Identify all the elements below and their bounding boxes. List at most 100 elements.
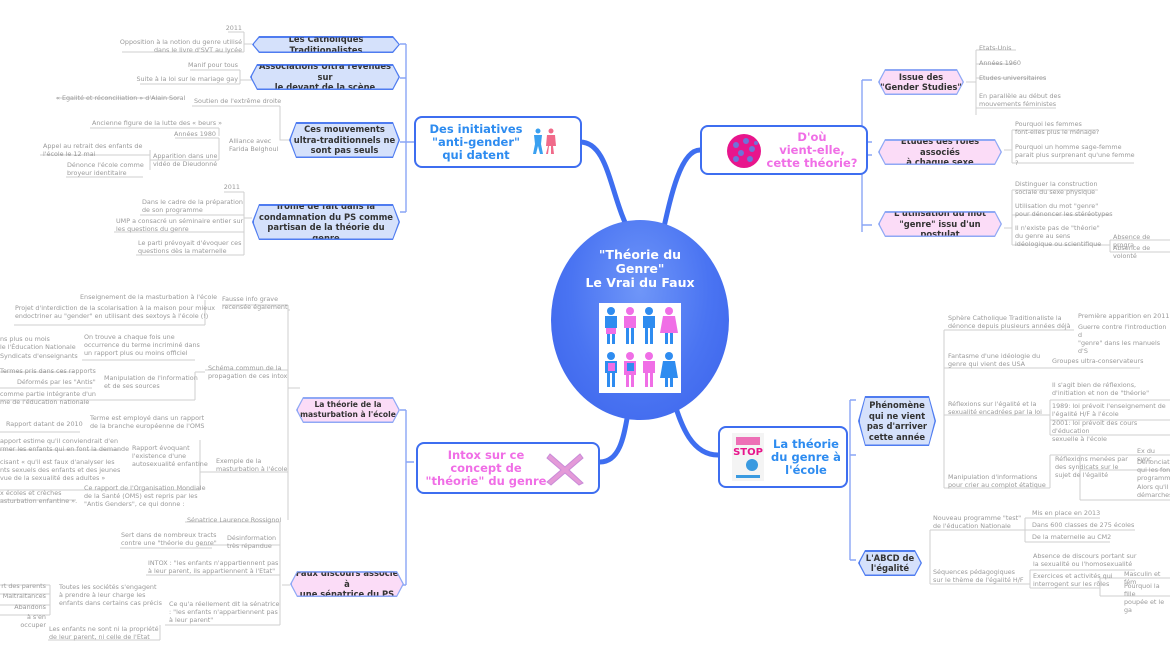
central-topic-title: "Théorie du Genre" Le Vrai du Faux <box>585 247 695 290</box>
leaf: Pourquoi les femmes font-elles plus le m… <box>1015 120 1100 136</box>
leaf: Manif pour tous <box>187 61 238 69</box>
leaf: Pourquoi la fille poupée et le ga <box>1124 582 1165 614</box>
subtopic-catholiques[interactable]: Les Catholiques Traditionalistes <box>252 36 400 53</box>
leaf: Abandons <box>14 603 46 611</box>
leaf: Années 1980 <box>174 130 216 138</box>
topic-ecole[interactable]: STOP La théorie du genre à l'école <box>718 426 848 488</box>
leaf: UMP a consacré un séminaire entier sur l… <box>116 217 244 233</box>
subtopic-issue[interactable]: Issue des "Gender Studies" <box>878 69 964 95</box>
leaf: Années 1960 <box>979 59 1021 67</box>
leaf: Masculin et fém <box>1124 570 1161 586</box>
leaf: Apparition dans une vidéo de Dieudonné <box>153 152 218 168</box>
leaf: 2001: loi prévoit des cours d'éducation … <box>1052 419 1138 443</box>
leaf: Rapport datant de 2010 <box>6 420 83 428</box>
leaf: Maltraitances <box>2 592 46 600</box>
topic-intox[interactable]: Intox sur ce concept de "théorie" du gen… <box>416 442 600 494</box>
leaf: De la maternelle au CM2 <box>1032 533 1112 541</box>
leaf: Ce rapport de l'Organisation Mondiale de… <box>84 484 206 508</box>
leaf: Séquences pédagogiques sur le thème de l… <box>933 568 1024 584</box>
leaf: Projet d'interdiction de la scolarisatio… <box>15 304 216 320</box>
leaf: Désinformation très répandue <box>227 534 277 550</box>
subtopic-issue-label: Issue des "Gender Studies" <box>880 71 962 92</box>
leaf: x écoles et crèches asturbation enfantin… <box>0 489 78 505</box>
leaf: Terme est employé dans un rapport de la … <box>90 414 205 430</box>
leaf: Réflexions menées par des syndicats sur … <box>1055 455 1128 479</box>
stop-poster-icon: STOP <box>732 433 764 484</box>
subtopic-phenomene-label: Phénomène qui ne vient pas d'arriver cet… <box>866 400 928 442</box>
subtopic-phenomene[interactable]: Phénomène qui ne vient pas d'arriver cet… <box>858 396 936 446</box>
virus-sphere-icon <box>726 133 762 172</box>
leaf: Guerre contre l'introduction d "genre" d… <box>1078 323 1167 355</box>
topic-intox-label: Intox sur ce concept de "théorie" du gen… <box>425 447 547 488</box>
topic-ecole-label: La théorie du genre à l'école <box>771 436 841 477</box>
leaf: 2011 <box>223 183 240 191</box>
leaf: Dans 600 classes de 275 écoles <box>1032 521 1135 529</box>
leaf: Sert dans de nombreux tracts contre une … <box>121 531 217 547</box>
subtopic-masturbation-label: La théorie de la masturbation à l'école <box>300 399 396 419</box>
subtopic-utilisation-label: L'utilisation du mot "genre" issu d'un p… <box>894 208 986 240</box>
subtopic-etudes[interactable]: Études des rôles associés à chaque sexe <box>878 139 1002 165</box>
leaf: « Egalité et réconciliation » d'Alain So… <box>56 94 186 102</box>
leaf: Dans le cadre de la préparation de son p… <box>142 198 243 214</box>
leaf: ns plus ou mois le l'Éducation Nationale <box>0 335 76 351</box>
subtopic-senatrice[interactable]: Faux discours associé à une sénatrice du… <box>290 571 404 597</box>
leaf: cisant « qu'il est faux d'analyser les n… <box>0 458 121 482</box>
subtopic-utilisation[interactable]: L'utilisation du mot "genre" issu d'un p… <box>878 211 1002 237</box>
leaf: Première apparition en 2011 <box>1078 312 1170 320</box>
leaf: Suite à la loi sur le mariage gay <box>136 75 238 83</box>
leaf: Pourquoi un homme sage-femme parait plus… <box>1015 143 1135 167</box>
leaf: Ancienne figure de la lutte des « beurs … <box>92 119 223 127</box>
leaf: Manipulation d'informations pour crier a… <box>948 473 1046 489</box>
subtopic-mouvements[interactable]: Ces mouvements ultra-traditionnels ne so… <box>289 122 400 158</box>
topic-origine[interactable]: D'où vient-elle, cette théorie? <box>700 125 868 175</box>
subtopic-etudes-label: Études des rôles associés à chaque sexe <box>900 136 980 168</box>
leaf: Le parti prévoyait d'évoquer ces questio… <box>138 239 242 255</box>
leaf: Réflexions sur l'égalité et la sexualité… <box>948 400 1042 416</box>
svg-text:STOP: STOP <box>733 447 763 458</box>
leaf: En parallèle au début des mouvements fém… <box>979 92 1061 108</box>
gender-pictograms-icon <box>599 303 681 393</box>
leaf: On trouve a chaque fois une occurrence d… <box>84 333 200 357</box>
leaf: comme partie intégrante d'un me de l'édu… <box>0 390 96 406</box>
subtopic-masturbation[interactable]: La théorie de la masturbation à l'école <box>296 397 400 423</box>
leaf: Il s'agit bien de réflexions, d'initiati… <box>1052 381 1150 397</box>
subtopic-abcd[interactable]: L'ABCD de l'égalité <box>858 550 922 576</box>
leaf: Appel au retrait des enfants de l'école … <box>43 142 143 158</box>
subtopic-associations[interactable]: Associations Ultra revenues sur le devan… <box>250 64 400 90</box>
topic-initiatives[interactable]: Des initiatives "anti-gender" qui datent <box>414 116 582 168</box>
leaf: Toutes les sociétés s'engagent à prendre… <box>59 583 163 607</box>
subtopic-senatrice-label: Faux discours associé à une sénatrice du… <box>295 568 399 600</box>
leaf: Ce qu'a réellement dit la sénatrice : "l… <box>169 600 280 624</box>
leaf: Nouveau programme "test" de l'éducation … <box>933 514 1022 530</box>
subtopic-mouvements-label: Ces mouvements ultra-traditionnels ne so… <box>293 124 396 156</box>
leaf: Utilisation du mot "genre" pour dénoncer… <box>1015 202 1113 218</box>
leaf: Il n'existe pas de "théorie" du genre au… <box>1015 224 1102 248</box>
leaf: Distinguer la construction sociale du se… <box>1015 180 1098 196</box>
leaf: Déformés par les "Antis" <box>17 378 96 386</box>
leaf: Fantasme d'une idéologie du genre qui vi… <box>948 352 1041 368</box>
leaf: Etudes universitaires <box>979 74 1047 82</box>
leaf: Syndicats d'enseignants <box>0 352 78 360</box>
subtopic-ironie[interactable]: Ironie de fait dans la condamnation du P… <box>252 204 400 240</box>
link-center-ecole <box>672 402 721 458</box>
leaf: Groupes ultra-conservateurs <box>1052 357 1144 365</box>
topic-origine-label: D'où vient-elle, cette théorie? <box>766 129 858 170</box>
leaf: Dénonce l'école comme broyeur identitair… <box>67 161 144 177</box>
leaf: Absence de progra <box>1113 233 1151 249</box>
subtopic-catholiques-label: Les Catholiques Traditionalistes <box>288 34 364 55</box>
leaf: Etats-Unis <box>979 44 1012 52</box>
leaf: INTOX : "les enfants n'appartiennent pas… <box>148 559 279 575</box>
leaf: Sphère Catholique Traditionaliste la dén… <box>948 314 1071 330</box>
leaf: apport estime qu'il conviendrait d'en rm… <box>0 437 130 453</box>
subtopic-associations-label: Associations Ultra revenues sur le devan… <box>258 61 392 93</box>
subtopic-abcd-label: L'ABCD de l'égalité <box>865 552 915 573</box>
central-topic[interactable]: "Théorie du Genre" Le Vrai du Faux <box>551 220 729 420</box>
leaf: Manipulation de l'information et de ses … <box>104 374 198 390</box>
leaf: Alors qu'il démarches <box>1137 483 1170 499</box>
leaf: Mis en place en 2013 <box>1032 509 1101 517</box>
leaf: Dénonciati qui les fon programm <box>1137 458 1170 482</box>
leaf: Sénatrice Laurence Rossignol <box>187 516 282 524</box>
leaf: Fausse info grave recensée également <box>222 295 288 311</box>
leaf: Schéma commun de la propagation de ces i… <box>208 364 288 380</box>
